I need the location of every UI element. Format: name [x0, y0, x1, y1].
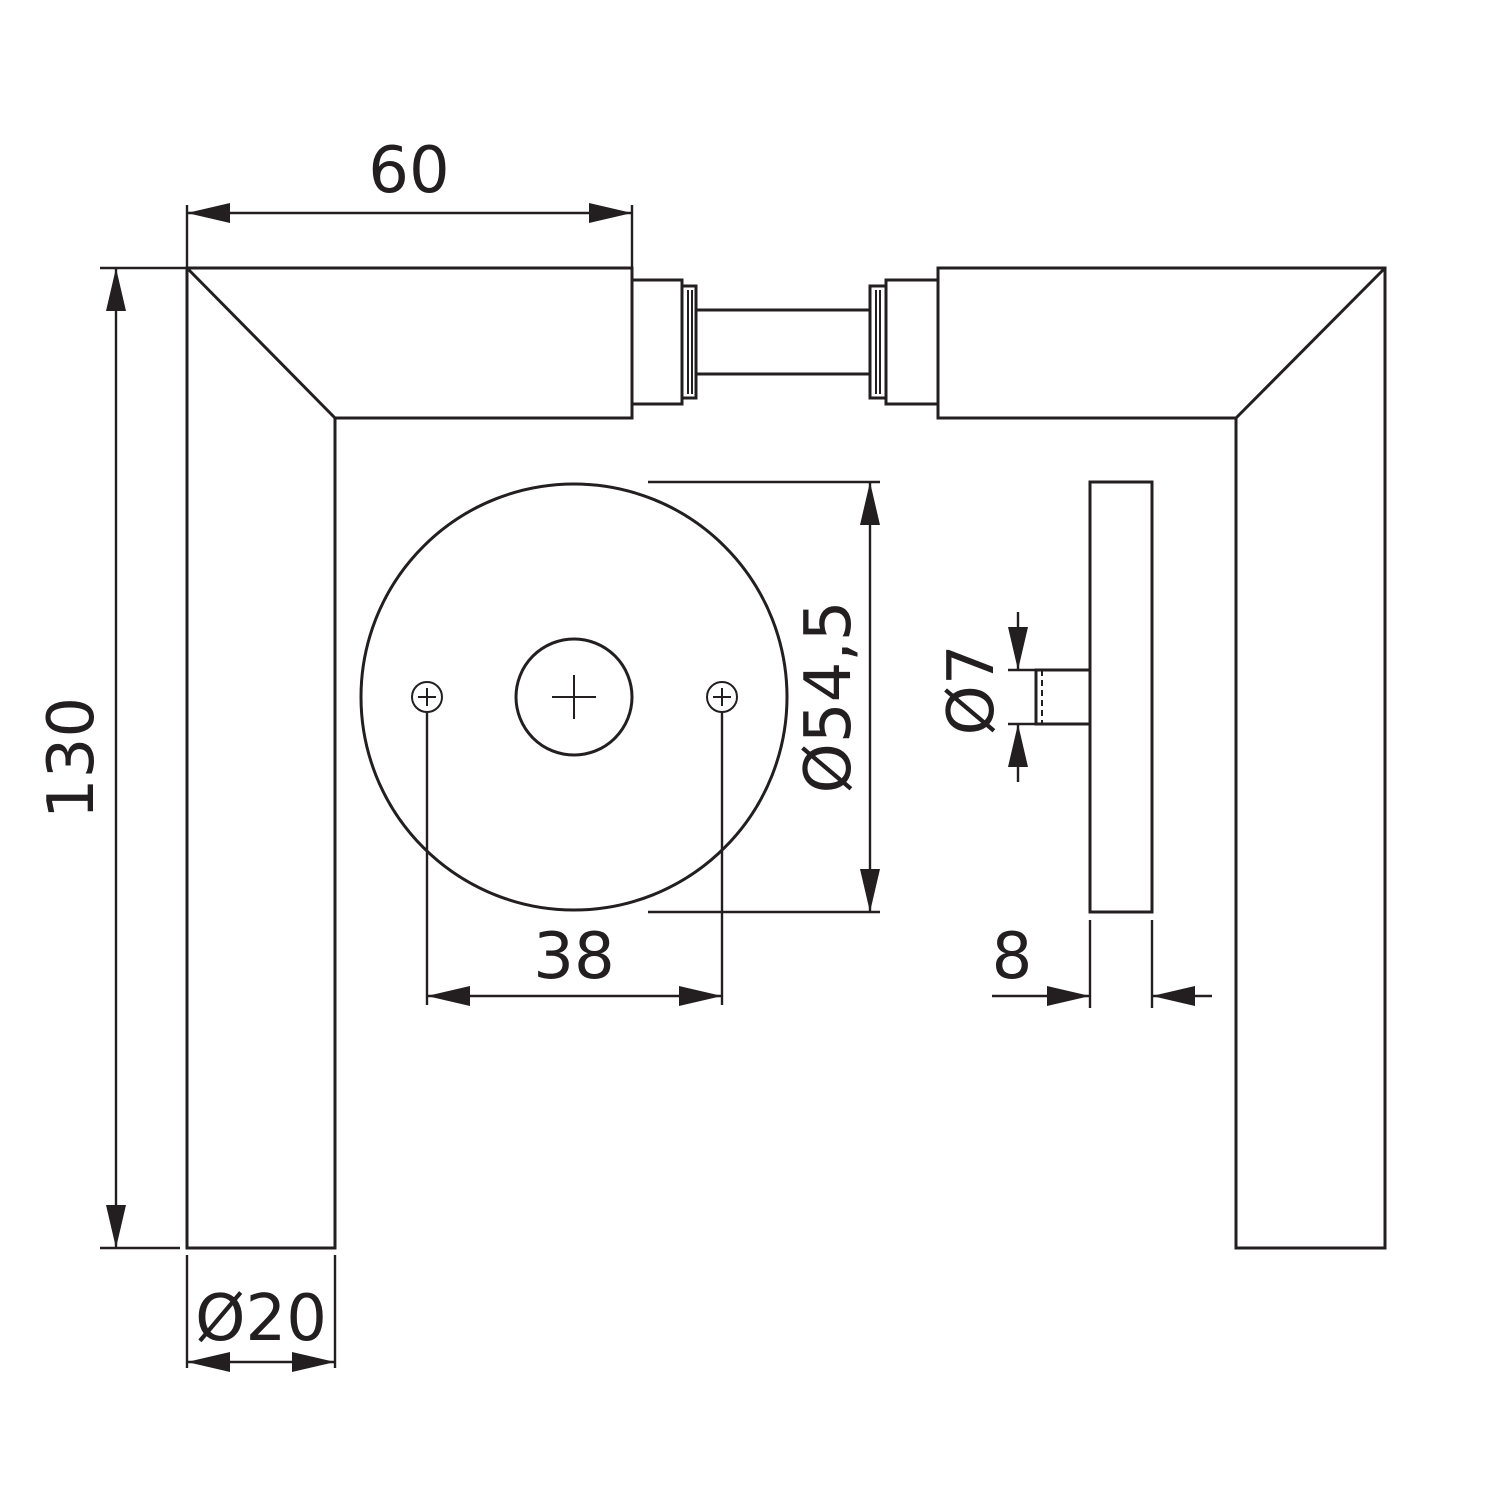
dimension-label-130: 130: [35, 697, 109, 819]
dimension-label-d7: Ø7: [935, 644, 1009, 735]
left-lever-handle: [185, 266, 634, 1250]
dimension-lever-diameter: Ø20: [185, 1255, 337, 1372]
dimension-label-60: 60: [368, 134, 449, 208]
dimension-lever-height: 130: [35, 266, 187, 1250]
dimension-screw-spacing: 38: [425, 712, 724, 1006]
keyhole-circle: [514, 637, 634, 757]
dimension-label-38: 38: [533, 920, 614, 994]
dimension-rose-diameter: Ø54,5: [648, 480, 880, 914]
right-screw-icon: [706, 681, 738, 713]
spindle-connector: [630, 278, 940, 406]
dimension-lever-length: 60: [185, 134, 634, 268]
dimension-label-d20: Ø20: [195, 1282, 327, 1356]
dimension-rose-thickness: 8: [992, 920, 1212, 1008]
right-lever-handle: [936, 266, 1387, 1250]
dimension-label-d54-5: Ø54,5: [792, 601, 866, 794]
dimension-spindle-diameter: Ø7: [935, 612, 1036, 782]
rose-side-view: [1034, 480, 1154, 914]
left-screw-icon: [411, 681, 443, 713]
dimension-label-8: 8: [992, 920, 1033, 994]
